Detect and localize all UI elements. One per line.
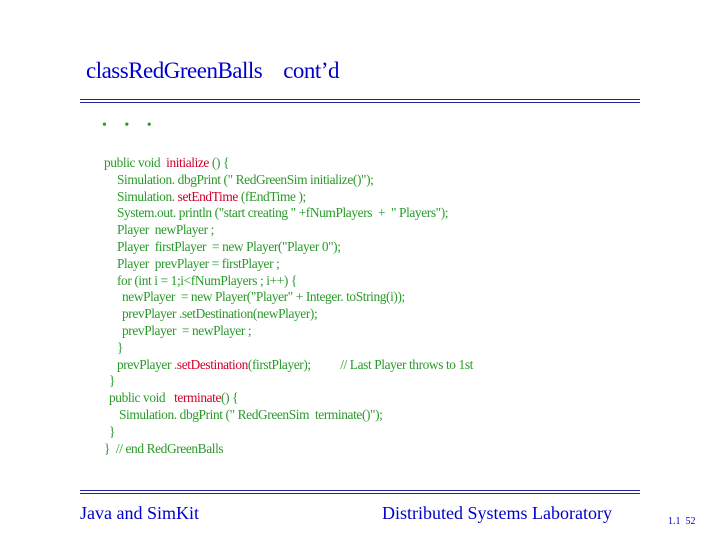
page-number-value: 52 (685, 516, 696, 527)
code-line: prevPlayer .setDestination(firstPlayer);… (104, 357, 473, 374)
code-line: System.out. println ("start creating " +… (104, 205, 473, 222)
title-rule-bottom (80, 102, 640, 103)
code-text: public void (104, 155, 167, 170)
slide-title: classRedGreenBalls cont’d (86, 58, 339, 83)
code-keyword: terminate (174, 390, 222, 406)
code-line: Player prevPlayer = firstPlayer ; (104, 256, 473, 273)
code-text: Player newPlayer ; (117, 222, 214, 238)
code-line: Simulation. dbgPrint (" RedGreenSim init… (104, 172, 473, 189)
code-text: Simulation. dbgPrint (" RedGreenSim term… (119, 406, 383, 422)
code-text: newPlayer = new Player("Player" + Intege… (122, 289, 405, 305)
code-text: for (int i = 1;i<fNumPlayers ; i++) { (117, 272, 297, 288)
footer-lab: Distributed Systems Laboratory (382, 503, 612, 523)
code-text: } (109, 423, 116, 439)
section-number: 1.1 (668, 516, 681, 527)
code-line: prevPlayer = newPlayer ; (104, 323, 473, 340)
code-line: } (104, 373, 473, 390)
code-line: } (104, 340, 473, 357)
code-line: prevPlayer .setDestination(newPlayer); (104, 306, 473, 323)
code-line: public void initialize () { (104, 155, 473, 172)
code-text: prevPlayer .setDestination(newPlayer); (122, 306, 318, 322)
code-line: Player newPlayer ; (104, 222, 473, 239)
code-text: } (109, 373, 116, 389)
code-text: } (117, 339, 124, 355)
code-line: Player firstPlayer = new Player("Player … (104, 239, 473, 256)
code-text: prevPlayer . (117, 356, 177, 372)
code-block: public void initialize () {Simulation. d… (104, 155, 473, 457)
code-line: } (104, 424, 473, 441)
code-text: } // end RedGreenBalls (104, 440, 224, 456)
code-keyword: initialize (166, 155, 209, 170)
code-text: Simulation. dbgPrint (" RedGreenSim init… (117, 171, 374, 187)
page-number: 1.1 52 (668, 516, 696, 527)
ellipsis: • • • (102, 118, 159, 133)
code-text: prevPlayer = newPlayer ; (122, 322, 252, 338)
code-line: newPlayer = new Player("Player" + Intege… (104, 289, 473, 306)
code-line: Simulation. setEndTime (fEndTime ); (104, 189, 473, 206)
code-text: (fEndTime ); (237, 188, 306, 204)
code-keyword: setDestination (176, 356, 248, 372)
code-text: () { (221, 390, 239, 406)
title-rule-top (80, 99, 640, 100)
code-text: public void (109, 390, 175, 406)
code-text: (firstPlayer); // Last Player throws to … (247, 356, 473, 372)
footer-rule-top (80, 490, 640, 491)
code-line: } // end RedGreenBalls (104, 441, 473, 458)
code-text: System.out. println ("start creating " +… (117, 205, 449, 221)
code-text: () { (208, 155, 230, 170)
code-line: Simulation. dbgPrint (" RedGreenSim term… (104, 407, 473, 424)
code-line: for (int i = 1;i<fNumPlayers ; i++) { (104, 273, 473, 290)
code-line: public void terminate() { (104, 390, 473, 407)
code-keyword: setEndTime (177, 188, 239, 204)
code-text: Player firstPlayer = new Player("Player … (117, 238, 341, 254)
code-text: Player prevPlayer = firstPlayer ; (117, 255, 280, 271)
code-text: Simulation. (117, 188, 178, 204)
footer-rule-bottom (80, 493, 640, 494)
footer-course: Java and SimKit (80, 503, 199, 523)
